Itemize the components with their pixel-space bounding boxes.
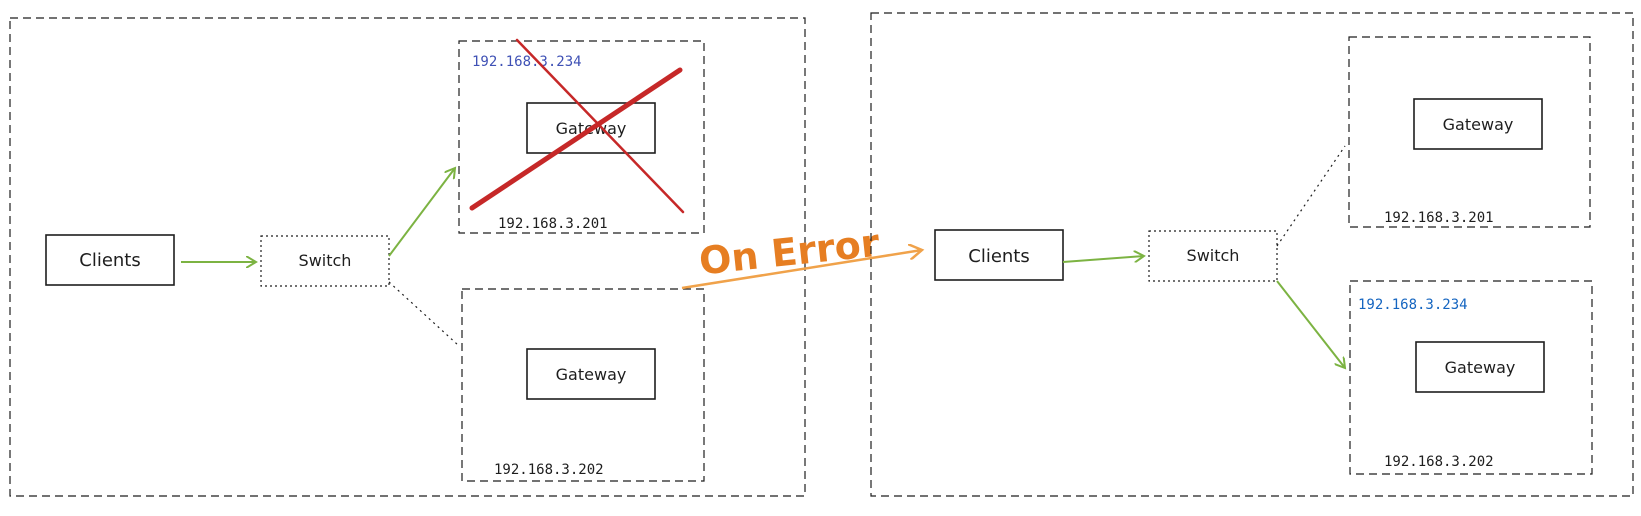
- before-clients-label: Clients: [79, 250, 141, 271]
- after-clients-label: Clients: [968, 246, 1030, 267]
- after-panel-frame: [870, 12, 1634, 497]
- before-gateway2-box: [526, 348, 656, 400]
- after-gateway1-box: [1413, 98, 1543, 150]
- after-clients-node: Clients: [934, 229, 1064, 281]
- before-panel-frame: [9, 17, 806, 497]
- after-clients-to-switch-arrow: [1062, 256, 1144, 263]
- after-panel: Clients Switch Gateway 192.168.3.201 192…: [870, 12, 1634, 497]
- before-switch-node: Switch: [260, 235, 390, 287]
- after-gateway2-container: 192.168.3.234 Gateway 192.168.3.202: [1349, 280, 1593, 475]
- failure-cross-icon: [469, 38, 685, 214]
- after-switch-to-gateway1-link: [1276, 145, 1346, 247]
- on-error-arrow: [681, 250, 922, 290]
- after-gateway1-container: Gateway 192.168.3.201: [1348, 36, 1591, 228]
- after-gateway2-vip: 192.168.3.234: [1358, 297, 1468, 313]
- before-gateway2-ip: 192.168.3.202: [494, 462, 604, 478]
- after-gateway2-label: Gateway: [1445, 358, 1516, 377]
- on-error-label: On Error: [697, 221, 882, 284]
- before-gateway1-container: 192.168.3.234 Gateway 192.168.3.201: [458, 38, 705, 234]
- after-gateway2-ip: 192.168.3.202: [1384, 454, 1494, 470]
- after-switch-node: Switch: [1148, 230, 1278, 282]
- before-panel: Clients Switch 192.168.3.234 Gateway 192…: [9, 17, 806, 497]
- after-gateway1-label: Gateway: [1443, 115, 1514, 134]
- before-switch-to-gateway2-link: [388, 281, 459, 346]
- after-gateway2-box: [1415, 341, 1545, 393]
- after-switch-to-gateway2-arrow: [1276, 280, 1345, 368]
- after-gateway1-ip: 192.168.3.201: [1384, 210, 1494, 226]
- before-gateway2-label: Gateway: [556, 365, 627, 384]
- before-gateway2-container: Gateway 192.168.3.202: [461, 288, 705, 482]
- before-switch-to-gateway1-arrow: [388, 168, 455, 257]
- before-gateway1-ip: 192.168.3.201: [498, 216, 608, 232]
- before-gateway1-vip: 192.168.3.234: [472, 54, 582, 70]
- before-gateway1-box: [526, 102, 656, 154]
- before-switch-label: Switch: [299, 251, 352, 270]
- after-switch-label: Switch: [1187, 246, 1240, 265]
- before-clients-node: Clients: [45, 234, 175, 286]
- on-error-transition: On Error: [681, 221, 922, 290]
